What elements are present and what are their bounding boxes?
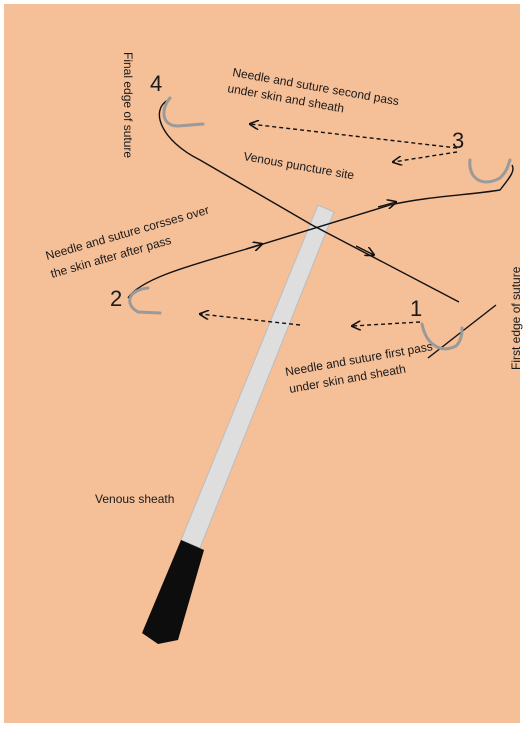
step-number-3: 3 xyxy=(452,128,464,153)
step-number-2: 2 xyxy=(110,286,122,311)
step-number-1: 1 xyxy=(410,296,422,321)
label-final-edge: Final edge of suture xyxy=(121,52,135,158)
label-first-edge: First edge of suture xyxy=(509,266,523,370)
step-number-4: 4 xyxy=(150,71,162,96)
label-venous-sheath: Venous sheath xyxy=(95,492,174,506)
